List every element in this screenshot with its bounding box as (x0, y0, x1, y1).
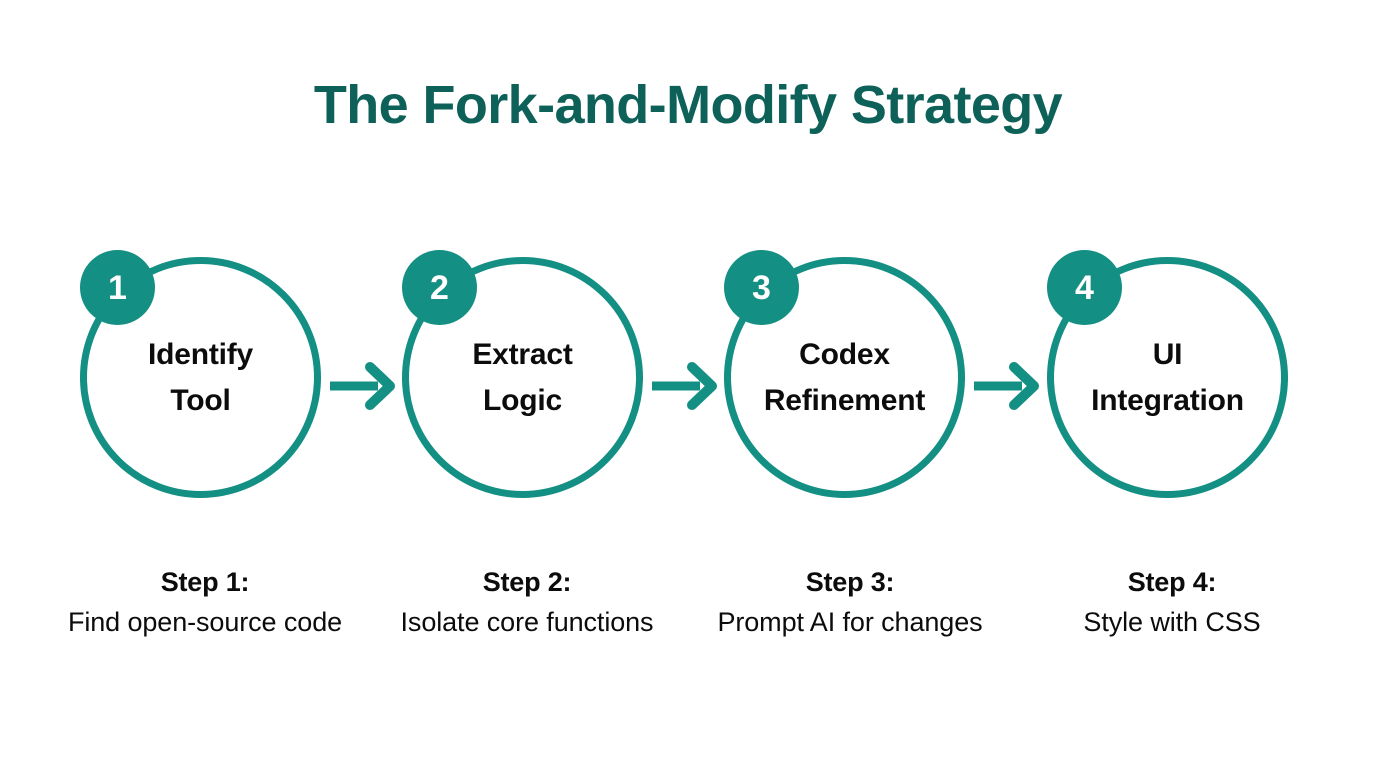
step-captions: Step 1: Find open-source code Step 2: Is… (0, 562, 1376, 702)
step-caption-title-2: Step 2: (482, 567, 572, 597)
page-title: The Fork-and-Modify Strategy (313, 75, 1063, 135)
arrow-right-icon (974, 360, 1040, 412)
step-caption-title-3: Step 3: (805, 567, 895, 597)
step-caption-text-2: Isolate core functions (400, 606, 654, 637)
step-caption-text-1: Find open-source code (67, 606, 343, 637)
node-badge-3: 3 (724, 250, 799, 325)
arrow-right-icon (330, 360, 396, 412)
step-caption-3: Step 3: Prompt AI for changes (685, 562, 1015, 642)
node-badge-4: 4 (1047, 250, 1122, 325)
arrow-right-icon (652, 360, 718, 412)
step-caption-1: Step 1: Find open-source code (40, 562, 370, 642)
step-caption-4: Step 4: Style with CSS (1007, 562, 1337, 642)
step-caption-title-1: Step 1: (160, 567, 250, 597)
node-badge-2: 2 (402, 250, 477, 325)
node-badge-1: 1 (80, 250, 155, 325)
step-caption-text-4: Style with CSS (1083, 606, 1261, 637)
step-caption-text-3: Prompt AI for changes (717, 606, 983, 637)
step-caption-title-4: Step 4: (1127, 567, 1217, 597)
step-caption-2: Step 2: Isolate core functions (362, 562, 692, 642)
